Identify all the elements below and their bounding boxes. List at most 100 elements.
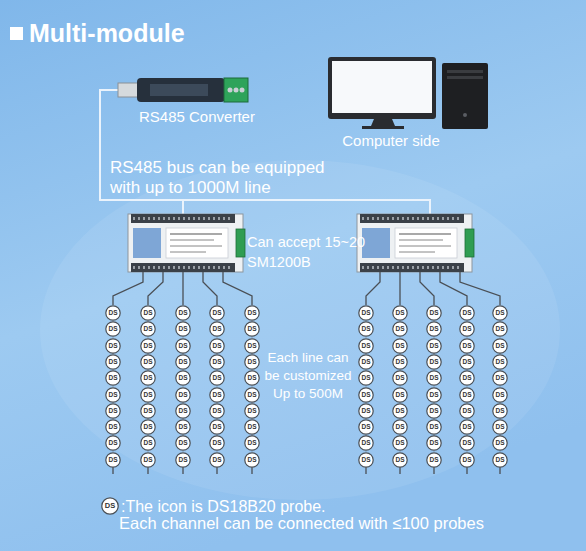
- ds18b20-probe: DS: [358, 354, 374, 370]
- probe-label: DS: [426, 403, 442, 419]
- legend-note: :The icon is DS18B20 probe.: [121, 497, 421, 516]
- probe-circle: [393, 338, 407, 352]
- probe-circle: [210, 355, 224, 369]
- probe-circle: [493, 420, 507, 434]
- probe-label: DS: [459, 403, 475, 419]
- ds18b20-probe: DS: [358, 452, 374, 468]
- probe-circle: [245, 338, 259, 352]
- probe-label: DS: [244, 419, 260, 435]
- probe-label: DS: [459, 354, 475, 370]
- drive-bay: [447, 76, 483, 79]
- ds18b20-probe: DS: [426, 435, 442, 451]
- probe-label: DS: [244, 338, 260, 354]
- monitor-screen: [332, 61, 432, 113]
- probe-label: DS: [105, 403, 121, 419]
- probe-label: DS: [105, 354, 121, 370]
- probe-circle: [245, 306, 259, 320]
- probe-circle: [106, 436, 120, 450]
- ds18b20-probe: DS: [209, 305, 225, 321]
- probe-circle: [210, 338, 224, 352]
- ds18b20-probe: DS: [209, 370, 225, 386]
- probe-label: DS: [358, 435, 374, 451]
- probe-label: DS: [392, 305, 408, 321]
- probe-circle: [493, 452, 507, 466]
- probe-label: DS: [244, 403, 260, 419]
- probe-label: DS: [358, 403, 374, 419]
- probe-circle: [245, 420, 259, 434]
- probe-circle: [141, 306, 155, 320]
- probe-circle: [176, 306, 190, 320]
- ds18b20-probe: DS: [358, 419, 374, 435]
- probe-wire-tail: [113, 467, 500, 474]
- ds18b20-probe: DS: [105, 305, 121, 321]
- probe-circle: [210, 404, 224, 418]
- probe-label: DS: [105, 419, 121, 435]
- probe-label: DS: [209, 321, 225, 337]
- probe-label: DS: [140, 321, 156, 337]
- probe-label: DS: [492, 370, 508, 386]
- probe-wire: [399, 272, 400, 305]
- ds18b20-probe: DS: [209, 387, 225, 403]
- probe-circle: [460, 371, 474, 385]
- probe-circle: [141, 371, 155, 385]
- probe-label: DS: [175, 452, 191, 468]
- ds18b20-probe: DS: [175, 370, 191, 386]
- probe-circle: [176, 436, 190, 450]
- ds18b20-probe: DS: [392, 419, 408, 435]
- ds18b20-probe: DS: [392, 338, 408, 354]
- ds18b20-probe: DS: [358, 403, 374, 419]
- probe-circle: [210, 322, 224, 336]
- probe-label: DS: [140, 403, 156, 419]
- ds18b20-probe: DS: [426, 419, 442, 435]
- probe-circle: [106, 404, 120, 418]
- probe-wire: [113, 272, 143, 305]
- ds18b20-probe: DS: [140, 338, 156, 354]
- probe-circle: [359, 420, 373, 434]
- probe-label: DS: [140, 305, 156, 321]
- ds18b20-probe: DS: [459, 338, 475, 354]
- rs485-converter: RS485 Converter: [118, 77, 248, 103]
- ds18b20-probe: DS: [105, 419, 121, 435]
- probe-circle: [393, 322, 407, 336]
- probe-circle: [141, 452, 155, 466]
- probe-label: DS: [101, 497, 119, 515]
- ds18b20-probe: DS: [209, 338, 225, 354]
- probe-label: DS: [426, 452, 442, 468]
- probe-label: DS: [209, 403, 225, 419]
- probe-label: DS: [426, 321, 442, 337]
- probe-circle: [427, 452, 441, 466]
- probe-circle: [359, 355, 373, 369]
- probe-circle: [106, 306, 120, 320]
- ds18b20-probe: DS: [358, 305, 374, 321]
- probe-label: DS: [175, 435, 191, 451]
- probe-circle: [427, 355, 441, 369]
- monitor-frame: [328, 57, 436, 119]
- probe-wires: [113, 272, 500, 474]
- ds18b20-probe: DS: [209, 321, 225, 337]
- probe-label: DS: [105, 321, 121, 337]
- probe-label: DS: [492, 354, 508, 370]
- probe-circle: [359, 387, 373, 401]
- ds18b20-probe: DS: [175, 338, 191, 354]
- probe-circle: [210, 436, 224, 450]
- probe-label: DS: [105, 338, 121, 354]
- ds18b20-probe: DS: [244, 452, 260, 468]
- probe-wire: [366, 272, 380, 305]
- probe-circle: [176, 371, 190, 385]
- probe-label: DS: [140, 387, 156, 403]
- probe-label: DS: [358, 419, 374, 435]
- ds18b20-probe: DS: [105, 387, 121, 403]
- probe-label: DS: [492, 452, 508, 468]
- probe-circle: [176, 322, 190, 336]
- probe-circle: [245, 436, 259, 450]
- probe-circle: [460, 306, 474, 320]
- probe-label: DS: [392, 338, 408, 354]
- ds18b20-probe: DS: [492, 321, 508, 337]
- probe-wire: [420, 272, 434, 305]
- probe-label: DS: [140, 370, 156, 386]
- probe-label: DS: [209, 452, 225, 468]
- probe-circle: [176, 338, 190, 352]
